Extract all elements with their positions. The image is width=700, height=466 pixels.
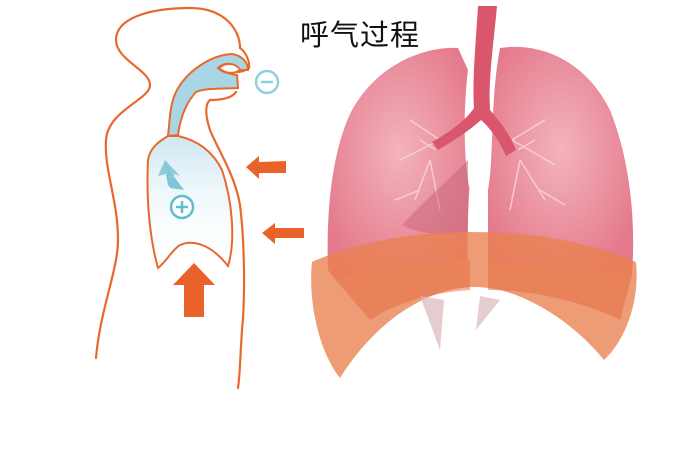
diaphragm <box>311 232 637 378</box>
lungs <box>327 46 634 281</box>
plus-sign-icon <box>169 194 195 220</box>
trachea <box>432 6 516 156</box>
chest-inward-arrow-lower-icon <box>262 223 304 244</box>
air-flow-up-arrow-icon <box>158 160 184 190</box>
minus-sign-icon <box>254 69 280 95</box>
diaphragm-up-arrow-icon <box>173 263 215 317</box>
chest-inward-arrow-upper-icon <box>246 156 286 179</box>
diagram-title: 呼气过程 <box>299 18 420 52</box>
airway <box>166 52 250 138</box>
